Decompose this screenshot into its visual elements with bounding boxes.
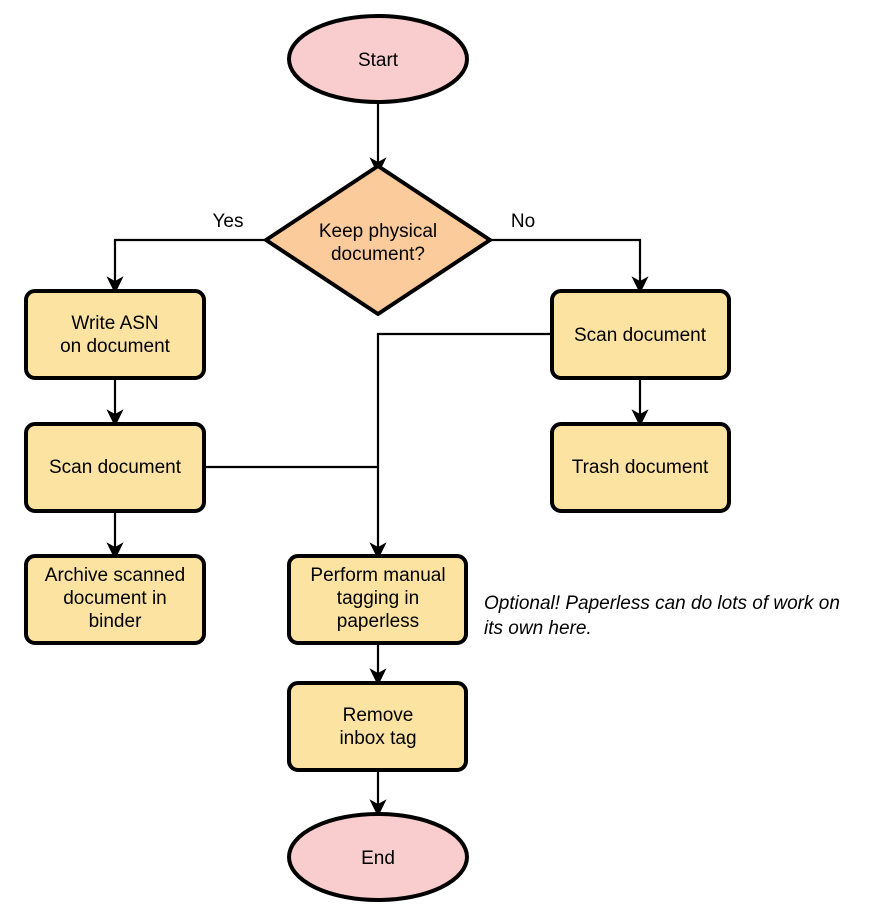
scan-document-right-box (550, 289, 731, 380)
node-end[interactable]: End (287, 812, 469, 902)
remove-inbox-tag-label-line2: inbox tag (339, 728, 416, 749)
end-ellipse (287, 812, 469, 902)
node-write-asn-on-document[interactable]: Write ASN on document (24, 289, 206, 380)
edge-decision-yes-to-write-asn (106, 238, 266, 294)
tagging-label-line3: paperless (337, 611, 419, 632)
edge-label-yes: Yes (213, 211, 244, 232)
tagging-label-line1: Perform manual (310, 565, 445, 586)
start-label: Start (358, 50, 399, 71)
annotation-line1: Optional! Paperless can do lots of work … (484, 593, 840, 614)
node-keep-physical-document[interactable]: Keep physical document? (264, 164, 492, 316)
tagging-label-line2: tagging in (337, 588, 419, 609)
write-asn-label-line2: on document (60, 336, 171, 357)
node-trash-document[interactable]: Trash document (550, 422, 731, 513)
decision-diamond (264, 164, 492, 316)
scan-document-left-label: Scan document (49, 457, 182, 478)
scan-document-left-box (24, 422, 206, 513)
start-ellipse (287, 14, 469, 104)
annotation-optional-note: Optional! Paperless can do lots of work … (484, 593, 840, 639)
node-scan-document-left[interactable]: Scan document (24, 422, 206, 513)
annotation-line2: its own here. (484, 618, 592, 639)
archive-label-line3: binder (89, 611, 142, 632)
archive-box (24, 554, 206, 645)
decision-label-line1: Keep physical (319, 221, 437, 242)
trash-document-label: Trash document (572, 457, 709, 478)
remove-inbox-tag-label-line1: Remove (343, 705, 414, 726)
remove-inbox-tag-box (287, 681, 468, 772)
edge-scan-right-to-tagging (369, 332, 552, 560)
archive-label-line2: document in (63, 588, 167, 609)
edge-label-no: No (511, 211, 535, 232)
node-start[interactable]: Start (287, 14, 469, 104)
node-scan-document-right[interactable]: Scan document (550, 289, 731, 380)
node-remove-inbox-tag[interactable]: Remove inbox tag (287, 681, 468, 772)
write-asn-label-line1: Write ASN (71, 313, 158, 334)
write-asn-box (24, 289, 206, 380)
node-archive-scanned-document[interactable]: Archive scanned document in binder (24, 554, 206, 645)
scan-document-right-label: Scan document (574, 325, 707, 346)
edge-decision-no-to-scan-right (490, 238, 649, 294)
end-label: End (361, 848, 395, 869)
archive-label-line1: Archive scanned (45, 565, 185, 586)
node-perform-manual-tagging[interactable]: Perform manual tagging in paperless (287, 554, 468, 645)
decision-label-line2: document? (331, 244, 425, 265)
trash-document-box (550, 422, 731, 513)
tagging-box (287, 554, 468, 645)
